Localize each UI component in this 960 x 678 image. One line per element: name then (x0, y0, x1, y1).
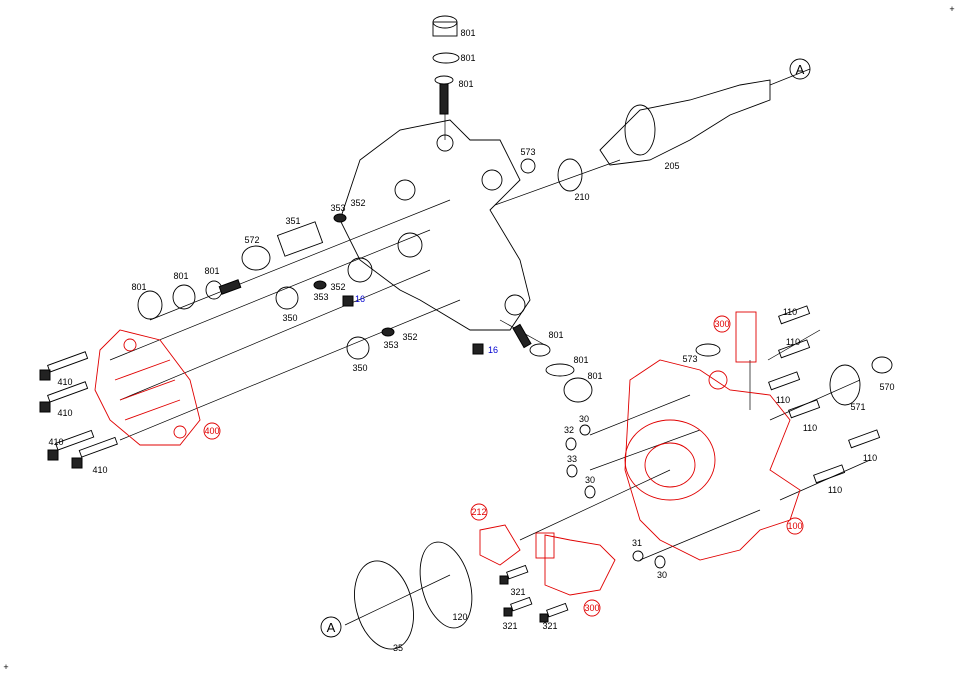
part-label: 30 (585, 475, 595, 485)
part-label: 352 (402, 332, 417, 342)
part-labels: 801 801 801 A 205 573 210 352 353 351 57… (48, 28, 894, 653)
part-label: 573 (520, 147, 535, 157)
part-label: 410 (57, 377, 72, 387)
part-label: 205 (664, 161, 679, 171)
reference-label: A (796, 62, 805, 77)
part-label: 350 (282, 313, 297, 323)
part-label-reference: 16 (488, 345, 498, 355)
part-label-highlighted: 300 (714, 319, 729, 329)
part-label-reference: 16 (355, 294, 365, 304)
part-label: 410 (48, 437, 63, 447)
part-label: 801 (173, 271, 188, 281)
part-label-highlighted: 400 (204, 426, 219, 436)
pump-cover (94, 329, 201, 446)
part-label: 110 (776, 395, 790, 405)
part-label: 352 (330, 282, 345, 292)
part-label: 30 (579, 414, 589, 424)
o-rings (344, 541, 473, 650)
part-label: 571 (850, 402, 865, 412)
valve-parts (137, 213, 593, 403)
part-label: 570 (879, 382, 894, 392)
part-label-highlighted: 100 (787, 521, 802, 531)
part-label: 110 (786, 337, 800, 347)
part-label: 351 (285, 216, 300, 226)
part-label: 801 (458, 79, 473, 89)
part-label: 321 (542, 621, 557, 631)
corner-marker: + (949, 4, 954, 14)
part-label: 801 (204, 266, 219, 276)
part-label: 353 (313, 292, 328, 302)
part-label: 801 (460, 53, 475, 63)
part-label: 32 (564, 425, 574, 435)
cover-bolts (39, 351, 118, 469)
part-label: 572 (244, 235, 259, 245)
part-label: 110 (783, 307, 797, 317)
part-label: 110 (803, 423, 817, 433)
part-label: 410 (57, 408, 72, 418)
corner-marker: + (3, 662, 8, 672)
part-label: 350 (352, 363, 367, 373)
part-label: 321 (510, 587, 525, 597)
part-label-highlighted: 212 (471, 507, 486, 517)
part-label: 353 (330, 203, 345, 213)
part-label: 31 (632, 538, 642, 548)
part-label: 352 (350, 198, 365, 208)
drive-shaft (520, 79, 771, 192)
pump-housing (339, 119, 531, 331)
part-label: 410 (92, 465, 107, 475)
part-label: 801 (573, 355, 588, 365)
part-label-highlighted: 300 (584, 603, 599, 613)
pump-flange-housing (479, 311, 801, 596)
part-label: 33 (567, 454, 577, 464)
part-label: 353 (383, 340, 398, 350)
part-label: 30 (657, 570, 667, 580)
callout-circles (203, 58, 811, 638)
part-label: 801 (131, 282, 146, 292)
part-label: 801 (548, 330, 563, 340)
part-label: 110 (863, 453, 877, 463)
part-label: 35 (393, 643, 403, 653)
housing-bolts (499, 305, 893, 623)
part-label: 110 (828, 485, 842, 495)
part-label: 573 (682, 354, 697, 364)
part-label: 801 (460, 28, 475, 38)
part-label: 120 (452, 612, 467, 622)
plug-stack-top (432, 15, 460, 115)
reference-label: A (327, 620, 336, 635)
part-label: 321 (502, 621, 517, 631)
part-label: 210 (574, 192, 589, 202)
part-label: 801 (587, 371, 602, 381)
